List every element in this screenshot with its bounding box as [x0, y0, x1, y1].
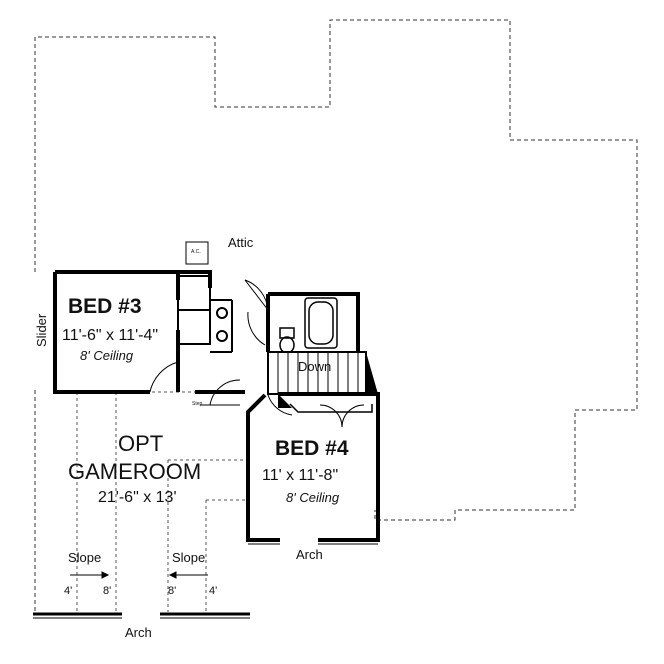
slope-left-start: 4'	[64, 585, 73, 597]
bed4-size: 11' x 11'-8"	[262, 467, 339, 484]
slope-arrows	[70, 571, 208, 579]
slope-right-end: 4'	[209, 585, 218, 597]
bed3-closet	[177, 275, 233, 353]
gameroom-size: 21'-6" x 13'	[98, 489, 177, 506]
gameroom-opt: OPT	[118, 431, 164, 456]
ac-unit	[185, 241, 209, 265]
arch-label-gameroom: Arch	[125, 625, 152, 640]
step-label: Step	[192, 401, 203, 407]
slope-label-left: Slope	[68, 550, 102, 565]
slope-right-start: 8'	[168, 585, 177, 597]
attic-label: Attic	[228, 235, 254, 250]
bed3-ceiling: 8' Ceiling	[80, 348, 134, 363]
bed4-name: BED #4	[275, 437, 349, 460]
bed4-ceiling: 8' Ceiling	[286, 490, 340, 505]
bed3-size: 11'-6" x 11'-4"	[62, 327, 159, 344]
ac-label: A.C.	[191, 249, 201, 255]
slider-label: Slider	[34, 313, 49, 347]
slope-left-end: 8'	[103, 585, 112, 597]
arch-label-bed4: Arch	[296, 547, 323, 562]
gameroom-name: GAMEROOM	[68, 459, 202, 484]
bathroom-fixtures	[279, 297, 338, 354]
gameroom-bottom-wall	[33, 612, 250, 619]
roof-outline	[34, 19, 638, 612]
bath-walls	[266, 292, 360, 352]
bed4-walls	[246, 392, 380, 542]
bed3-name: BED #3	[68, 295, 142, 318]
stairs-down-label: Down	[298, 359, 332, 374]
slope-label-right: Slope	[172, 550, 206, 565]
stair-block	[267, 351, 378, 408]
bed4-closet	[289, 403, 373, 413]
